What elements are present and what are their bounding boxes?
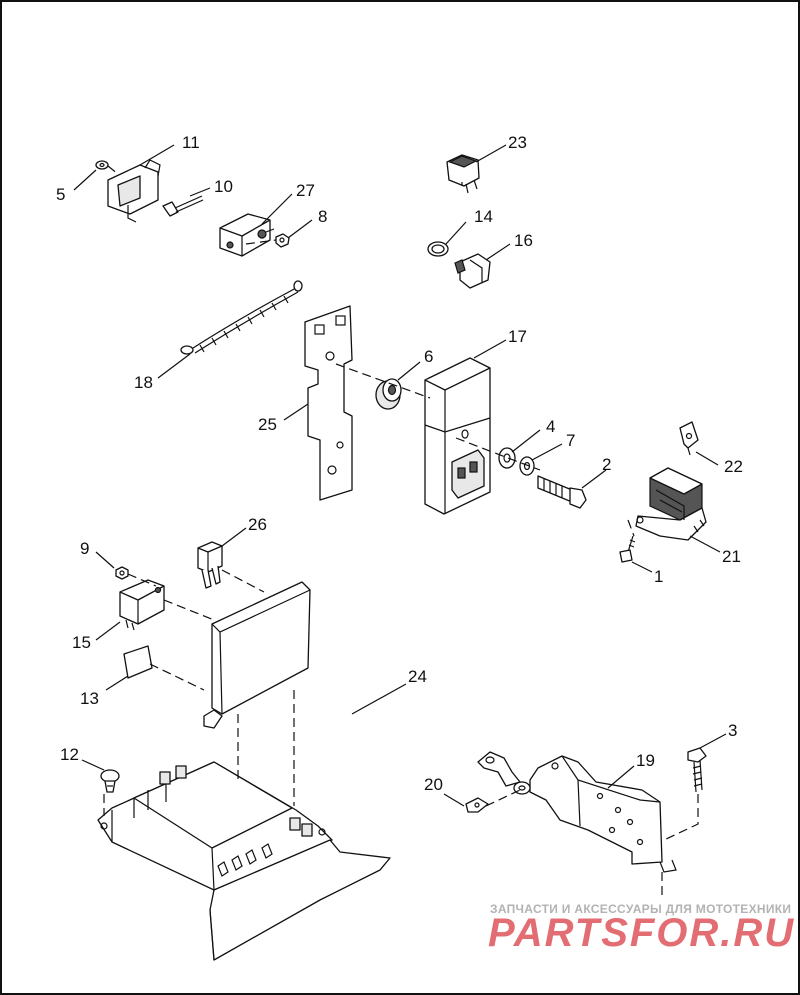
callout-10: 10 [214,177,233,196]
part-10-pin[interactable] [162,195,204,217]
part-9-nut[interactable] [115,566,129,580]
part-6-spacer[interactable] [375,378,402,410]
part-2-bolt[interactable] [537,475,587,509]
callout-12: 12 [60,745,79,764]
part-21-relay[interactable] [635,467,707,541]
callout-6: 6 [424,347,433,366]
part-1-screw[interactable] [619,535,636,563]
part-15-relay[interactable] [119,579,165,631]
part-25-plate[interactable] [304,305,353,501]
callout-5: 5 [56,185,65,204]
callout-3: 3 [728,721,737,740]
callout-18: 18 [134,373,153,392]
watermark-logo: PARTSFOR.RU [488,911,795,955]
callout-8: 8 [318,207,327,226]
part-18-cable[interactable] [180,280,303,355]
callout-24: 24 [408,667,427,686]
part-16-switch[interactable] [454,253,491,289]
callout-26: 26 [248,515,267,534]
part-8-nut[interactable] [275,233,290,248]
callout-21: 21 [722,547,741,566]
callout-14: 14 [474,207,493,226]
part-24-lid[interactable] [203,581,311,729]
part-14-o-ring[interactable] [427,241,449,257]
callout-16: 16 [514,231,533,250]
callout-17: 17 [508,327,527,346]
callout-13: 13 [80,689,99,708]
callout-1: 1 [654,567,663,586]
part-26-fuse[interactable] [197,541,223,589]
leader-lines [73,144,727,807]
callout-19: 19 [636,751,655,770]
part-23-switch[interactable] [446,154,480,194]
part-19-bracket[interactable] [477,751,677,873]
part-5-washer[interactable] [95,160,109,170]
callout-15: 15 [72,633,91,652]
callout-27: 27 [296,181,315,200]
part-3-screw[interactable] [687,747,707,793]
callout-22: 22 [724,457,743,476]
part-20-bushing[interactable] [465,797,489,813]
callouts: 11 5 10 27 8 23 14 16 18 25 6 17 4 7 2 2… [56,133,743,794]
callout-7: 7 [566,431,575,450]
part-22-clip[interactable] [679,421,699,456]
callout-25: 25 [258,415,277,434]
part-13-pad[interactable] [123,645,153,679]
callout-2: 2 [602,455,611,474]
part-4-washer[interactable] [498,447,516,469]
watermark-tagline: ЗАПЧАСТИ И АКСЕССУАРЫ ДЛЯ МОТОТЕХНИКИ [490,902,791,916]
callout-9: 9 [80,539,89,558]
callout-4: 4 [546,417,555,436]
part-17-module[interactable] [424,357,491,515]
assembly-lines [103,165,699,900]
part-24-tray[interactable] [97,761,391,961]
watermark: ЗАПЧАСТИ И АКСЕССУАРЫ ДЛЯ МОТОТЕХНИКИ PA… [488,902,795,955]
callout-23: 23 [508,133,527,152]
part-27-circuit-breaker[interactable] [219,213,275,257]
callout-20: 20 [424,775,443,794]
part-12-fastener[interactable] [100,769,120,793]
callout-11: 11 [182,133,200,152]
part-11-bracket[interactable] [107,159,161,223]
